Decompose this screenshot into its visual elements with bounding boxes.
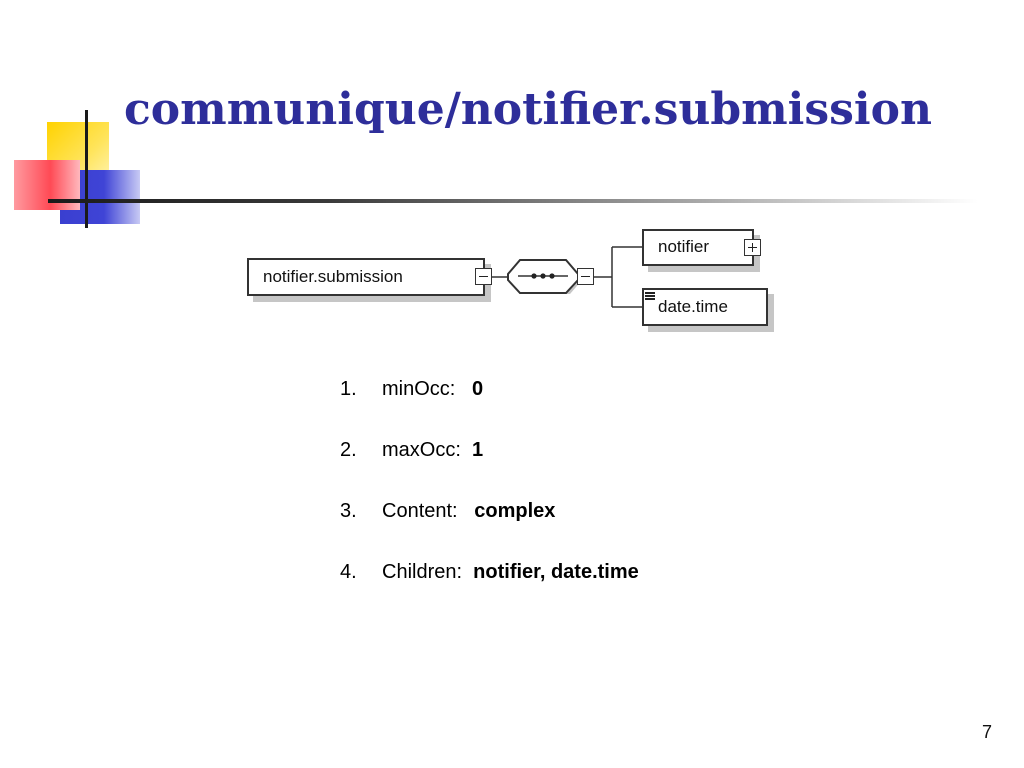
- list-item: 3. Content: complex: [340, 494, 639, 555]
- element-box-root: notifier.submission: [247, 258, 485, 296]
- text-content-icon: [645, 292, 655, 300]
- expand-icon[interactable]: [744, 239, 761, 256]
- collapse-icon[interactable]: [475, 268, 492, 285]
- element-name: date.time: [658, 297, 728, 316]
- item-number: 4.: [340, 561, 357, 583]
- item-number: 3.: [340, 500, 357, 522]
- item-value: 1: [472, 439, 484, 461]
- item-label: Children:: [382, 561, 463, 583]
- item-label: minOcc:: [382, 378, 456, 400]
- item-number: 2.: [340, 439, 357, 461]
- page-number: 7: [981, 722, 992, 742]
- collapse-icon[interactable]: [577, 268, 594, 285]
- schema-diagram: notifier.submission notifier date.time: [240, 222, 800, 342]
- item-value: notifier, date.time: [473, 561, 639, 583]
- element-box-notifier: notifier: [642, 229, 754, 266]
- item-value: 0: [472, 378, 484, 400]
- sequence-dot-2: [540, 273, 546, 279]
- sequence-dot-1: [531, 273, 537, 279]
- slide-title: communique/notifier.submission: [124, 84, 932, 135]
- element-box-datetime: date.time: [642, 288, 768, 326]
- list-item: 4. Children: notifier, date.time: [340, 555, 639, 616]
- properties-list: 1. minOcc: 0 2. maxOcc: 1 3. Content: compl…: [340, 372, 639, 616]
- title-underline: [48, 199, 978, 203]
- item-number: 1.: [340, 378, 357, 400]
- decorative-logo: [0, 0, 160, 240]
- element-name: notifier.submission: [263, 267, 403, 286]
- logo-vertical-line: [85, 110, 88, 228]
- list-item: 2. maxOcc: 1: [340, 433, 639, 494]
- diagram-connectors: [492, 246, 642, 308]
- sequence-dot-3: [549, 273, 555, 279]
- item-label: maxOcc:: [382, 439, 461, 461]
- item-value: complex: [474, 500, 556, 522]
- item-label: Content:: [382, 500, 458, 522]
- element-name: notifier: [658, 237, 710, 256]
- list-item: 1. minOcc: 0: [340, 372, 639, 433]
